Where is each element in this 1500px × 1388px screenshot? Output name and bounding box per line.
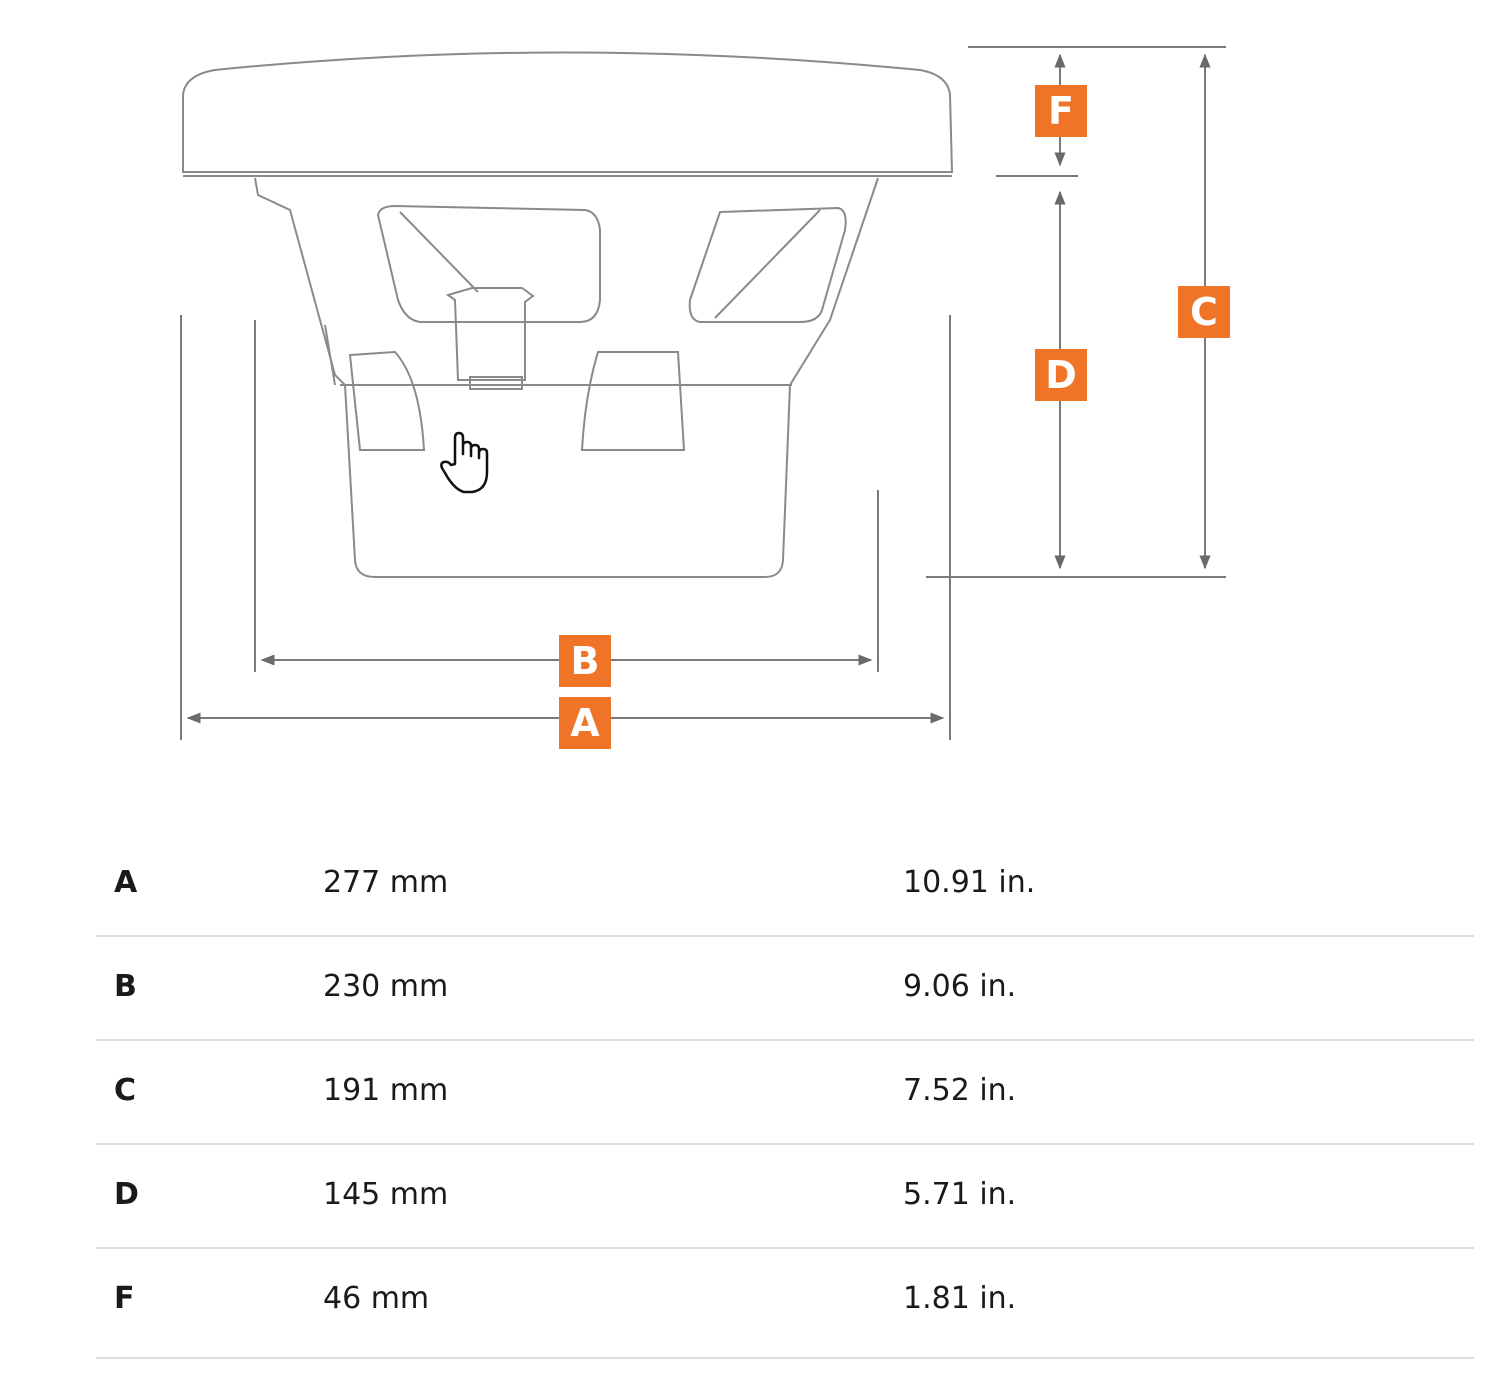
dimension-mm: 277 mm <box>323 865 449 900</box>
table-row: F 46 mm 1.81 in. <box>96 1249 1474 1359</box>
dimension-mm: 145 mm <box>323 1177 449 1212</box>
dimension-inches: 1.81 in. <box>903 1281 1017 1316</box>
svg-text:C: C <box>1190 290 1218 334</box>
dimension-label: A <box>114 865 138 900</box>
hand-pointer-icon <box>440 431 489 494</box>
label-A: A <box>559 697 611 749</box>
dimension-mm: 230 mm <box>323 969 449 1004</box>
svg-text:B: B <box>571 639 600 683</box>
svg-text:F: F <box>1048 89 1074 133</box>
table-row: D 145 mm 5.71 in. <box>96 1145 1474 1249</box>
label-F: F <box>1035 85 1087 137</box>
dimension-label: F <box>114 1281 135 1316</box>
dimension-inches: 10.91 in. <box>903 865 1036 900</box>
table-row: C 191 mm 7.52 in. <box>96 1041 1474 1145</box>
dimension-mm: 46 mm <box>323 1281 430 1316</box>
svg-text:D: D <box>1045 353 1077 397</box>
label-D: D <box>1035 349 1087 401</box>
dimension-label: C <box>114 1073 137 1108</box>
dimension-mm: 191 mm <box>323 1073 449 1108</box>
label-C: C <box>1178 286 1230 338</box>
dimensions-table: A 277 mm 10.91 in. B 230 mm 9.06 in. C 1… <box>96 833 1474 1359</box>
table-row: A 277 mm 10.91 in. <box>96 833 1474 937</box>
dimension-inches: 9.06 in. <box>903 969 1017 1004</box>
speaker-dimension-diagram: F C D B A <box>180 46 1230 749</box>
dimension-label: B <box>114 969 137 1004</box>
table-row: B 230 mm 9.06 in. <box>96 937 1474 1041</box>
speaker-outline <box>182 51 954 578</box>
label-B: B <box>559 635 611 687</box>
dimension-label: D <box>114 1177 139 1212</box>
dimension-inches: 5.71 in. <box>903 1177 1017 1212</box>
svg-text:A: A <box>570 701 600 745</box>
dimension-inches: 7.52 in. <box>903 1073 1017 1108</box>
